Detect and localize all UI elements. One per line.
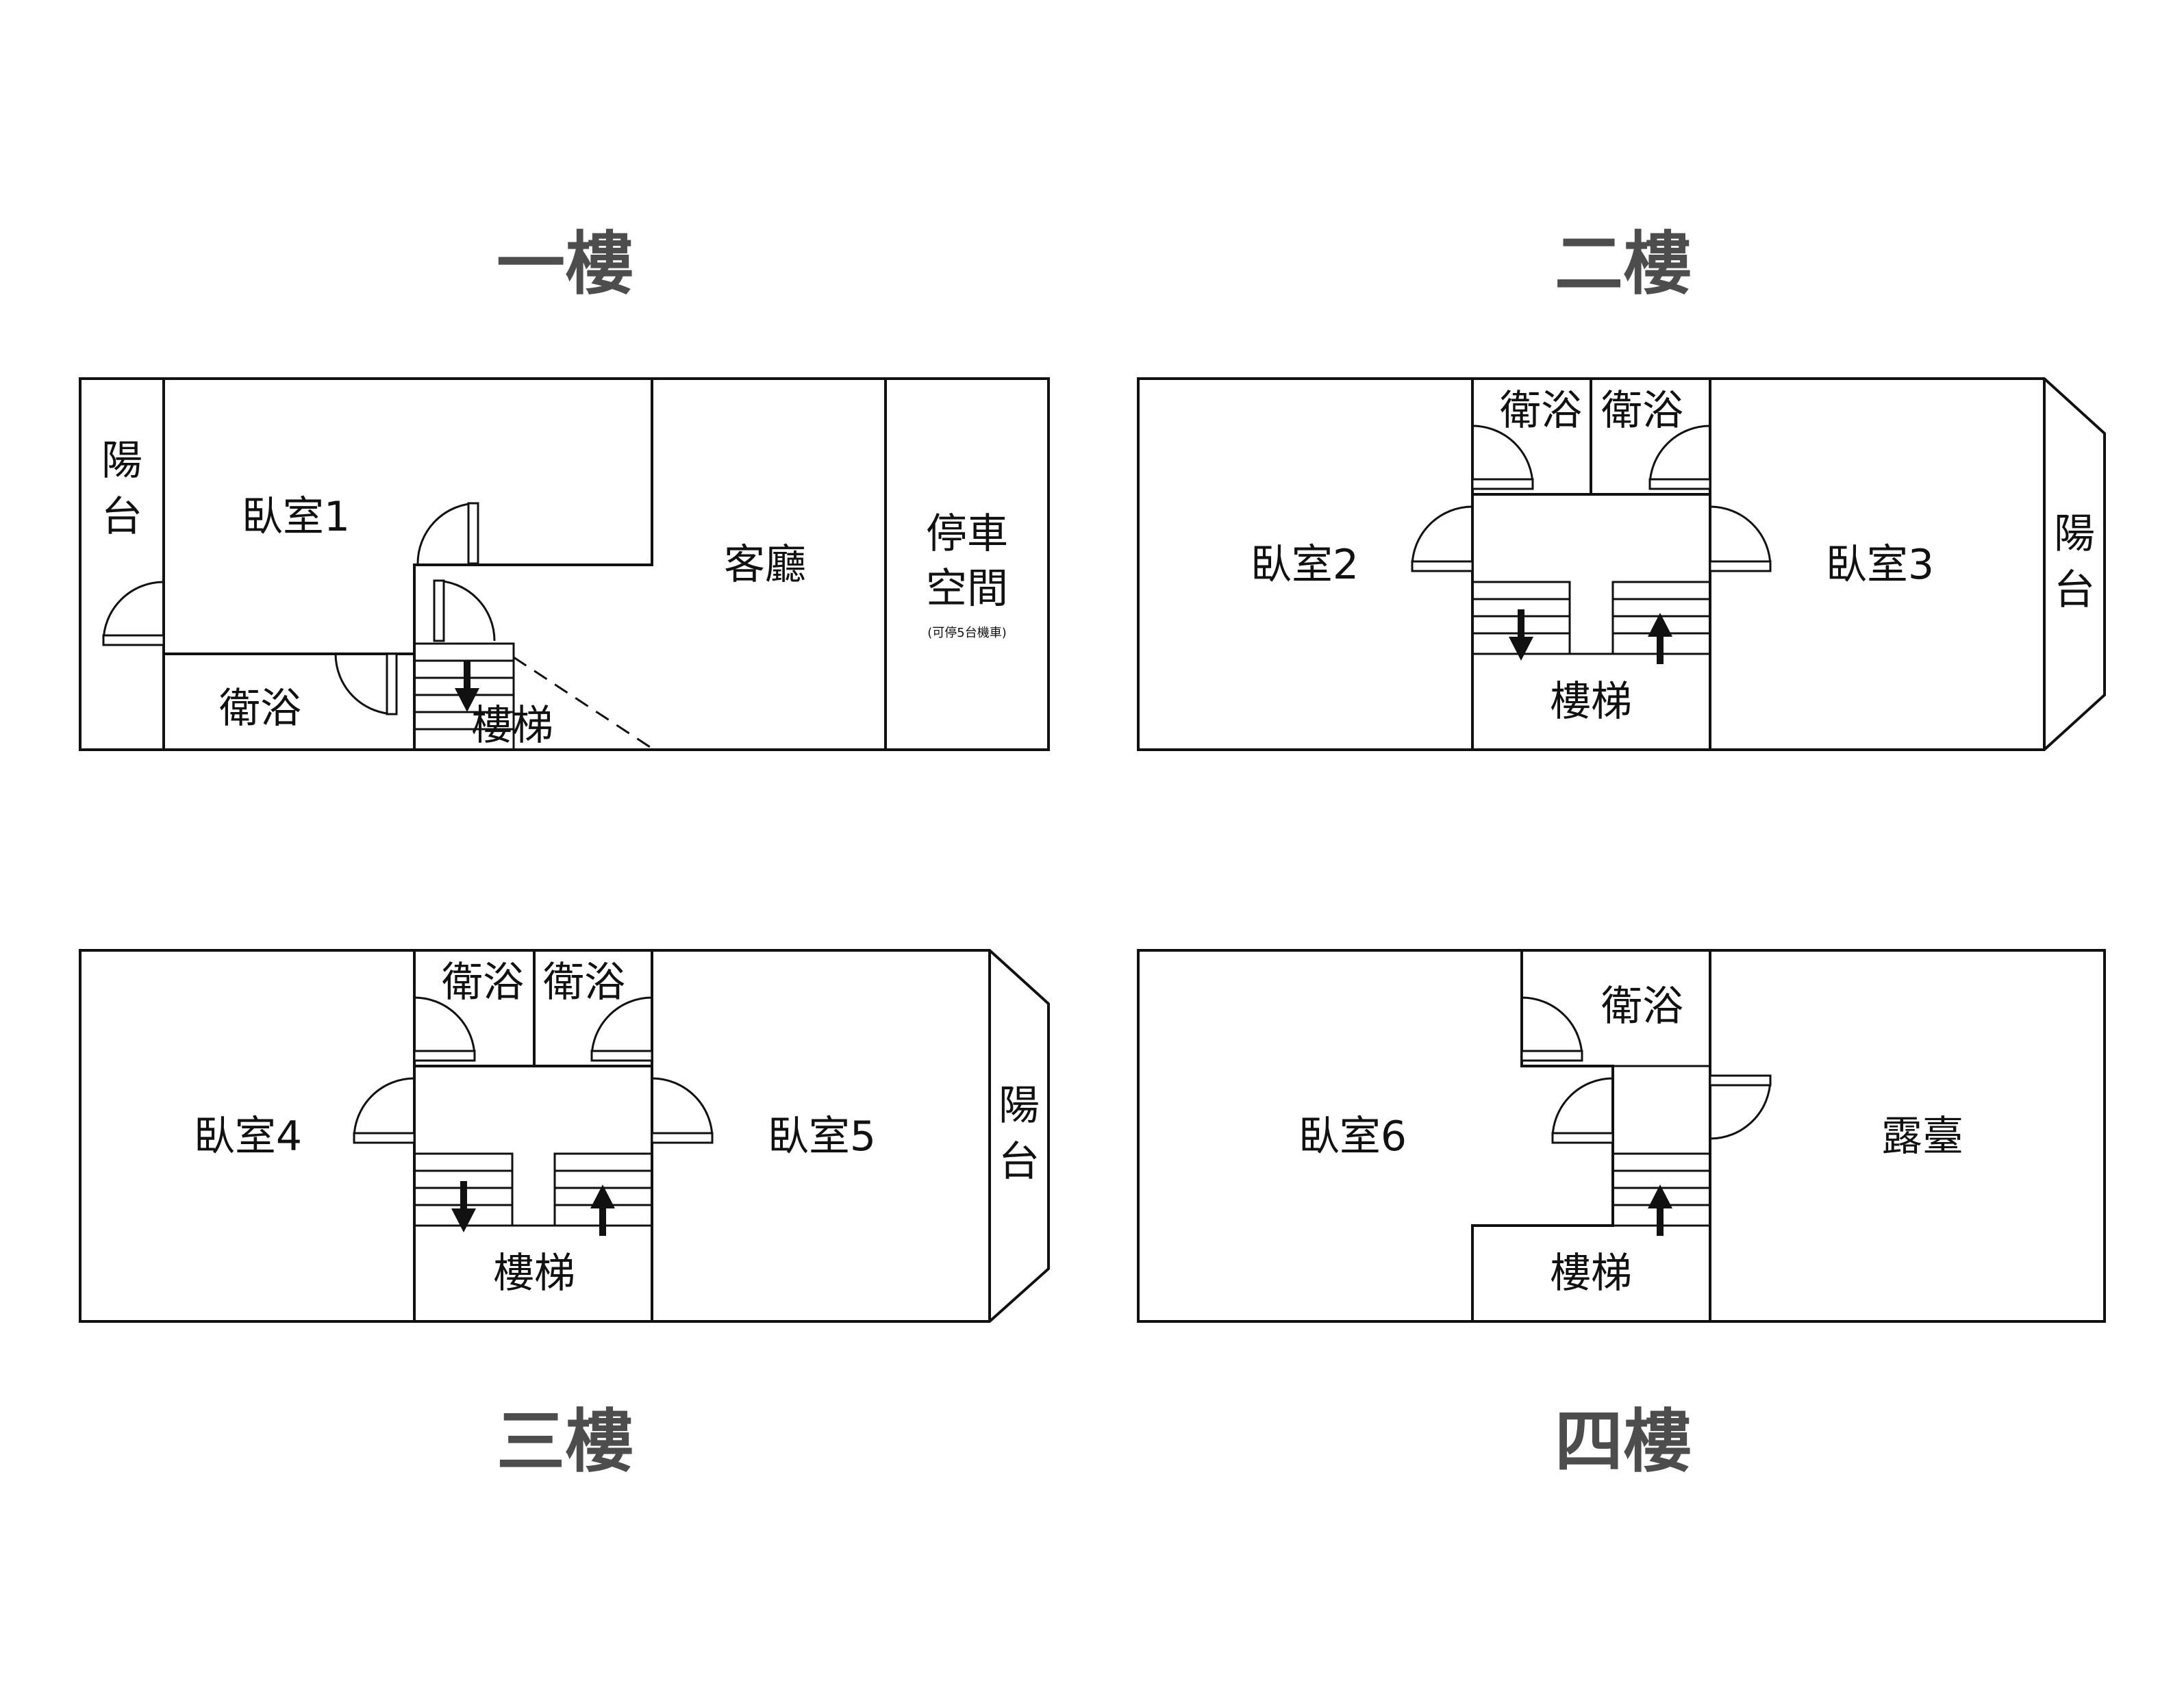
- floor-1-down-arrow-icon: [455, 661, 479, 712]
- floor-3-bathroom-left-label: 衛浴: [442, 959, 524, 1006]
- floor-4-bedroom-door: [1551, 1077, 1614, 1144]
- floor-4-bathroom-door: [1520, 996, 1583, 1062]
- floor-3-balcony-label: 陽台: [999, 1082, 1040, 1186]
- floor-3-title: 三樓: [497, 1402, 633, 1482]
- floor-1-bedroom-door: [416, 502, 479, 565]
- floor-2-bathroom-left-door: [1471, 424, 1534, 490]
- floor-3-down-arrow-icon: [451, 1181, 476, 1232]
- floor-3-bedroom-left-door: [353, 1077, 416, 1144]
- floor-4-bathroom-label: 衛浴: [1601, 983, 1683, 1030]
- floor-1-parking-label-line2: 空間: [926, 565, 1008, 613]
- floor-2-walls: [1137, 377, 2106, 751]
- floor-3-bathroom-right-door: [590, 996, 653, 1062]
- floor-4-bedroom-label: 臥室6: [1298, 1113, 1407, 1161]
- floor-3-bathroom-left-door: [413, 996, 476, 1062]
- floor-1-stairs-label: 樓梯: [471, 702, 553, 750]
- floor-1-balcony-label-1: 陽台: [101, 437, 142, 541]
- floor-1-bathroom-door: [334, 652, 398, 715]
- floor-4: 四樓 衛浴 臥室6: [1137, 949, 2106, 1482]
- floor-1-bedroom-label: 臥室1: [242, 493, 350, 541]
- floor-2-bathroom-right-door: [1648, 424, 1711, 490]
- floor-1: 一樓: [79, 224, 1050, 751]
- floor-3-bedroom-left-label: 臥室4: [194, 1113, 302, 1161]
- floor-2-bedroom-left-door: [1411, 505, 1474, 572]
- floor-3-bedroom-right-label: 臥室5: [768, 1113, 876, 1161]
- floor-1-parking-note: (可停5台機車): [927, 626, 1007, 640]
- floor-2-bedroom-right-label: 臥室3: [1826, 541, 1934, 589]
- floor-1-living-label: 客廳: [724, 541, 806, 589]
- floor-2: 二樓: [1137, 224, 2106, 751]
- floor-3: 三樓: [79, 949, 1050, 1482]
- floor-1-bathroom-label: 衛浴: [219, 685, 301, 733]
- floor-2-title: 二樓: [1555, 224, 1692, 304]
- floor-1-title: 一樓: [497, 224, 633, 304]
- floor-4-up-arrow-icon: [1648, 1184, 1672, 1236]
- floor-4-terrace-door: [1709, 1074, 1772, 1140]
- floor-2-bathroom-left-label: 衛浴: [1500, 387, 1582, 435]
- floor-2-stairs-label: 樓梯: [1550, 678, 1632, 726]
- floor-3-up-arrow-icon: [590, 1184, 615, 1236]
- floor-4-terrace-label: 露臺: [1881, 1113, 1963, 1161]
- floor-2-up-arrow-icon: [1648, 613, 1672, 664]
- floor-4-stairs-label: 樓梯: [1550, 1250, 1632, 1297]
- floor-2-stairs-treads: [1472, 598, 1710, 635]
- floor-1-walls: [79, 377, 1050, 751]
- floor-4-title: 四樓: [1555, 1402, 1692, 1482]
- floor-2-down-arrow-icon: [1509, 609, 1533, 661]
- floor-2-balcony-label: 陽台: [2054, 510, 2095, 614]
- floor-3-stairs-label: 樓梯: [493, 1250, 575, 1297]
- floor-2-bathroom-right-label: 衛浴: [1601, 387, 1683, 435]
- floor-1-parking-label-line1: 停車: [926, 510, 1008, 558]
- floor-2-bedroom-left-label: 臥室2: [1251, 541, 1359, 589]
- floor-3-stairs-treads: [414, 1169, 652, 1206]
- floor-3-bedroom-right-door: [651, 1077, 714, 1144]
- floor-3-bathroom-right-label: 衛浴: [543, 959, 625, 1006]
- floor-1-stair-door: [433, 579, 496, 642]
- floor-1-balcony-door: [102, 581, 165, 646]
- floor-2-bedroom-right-door: [1709, 505, 1772, 572]
